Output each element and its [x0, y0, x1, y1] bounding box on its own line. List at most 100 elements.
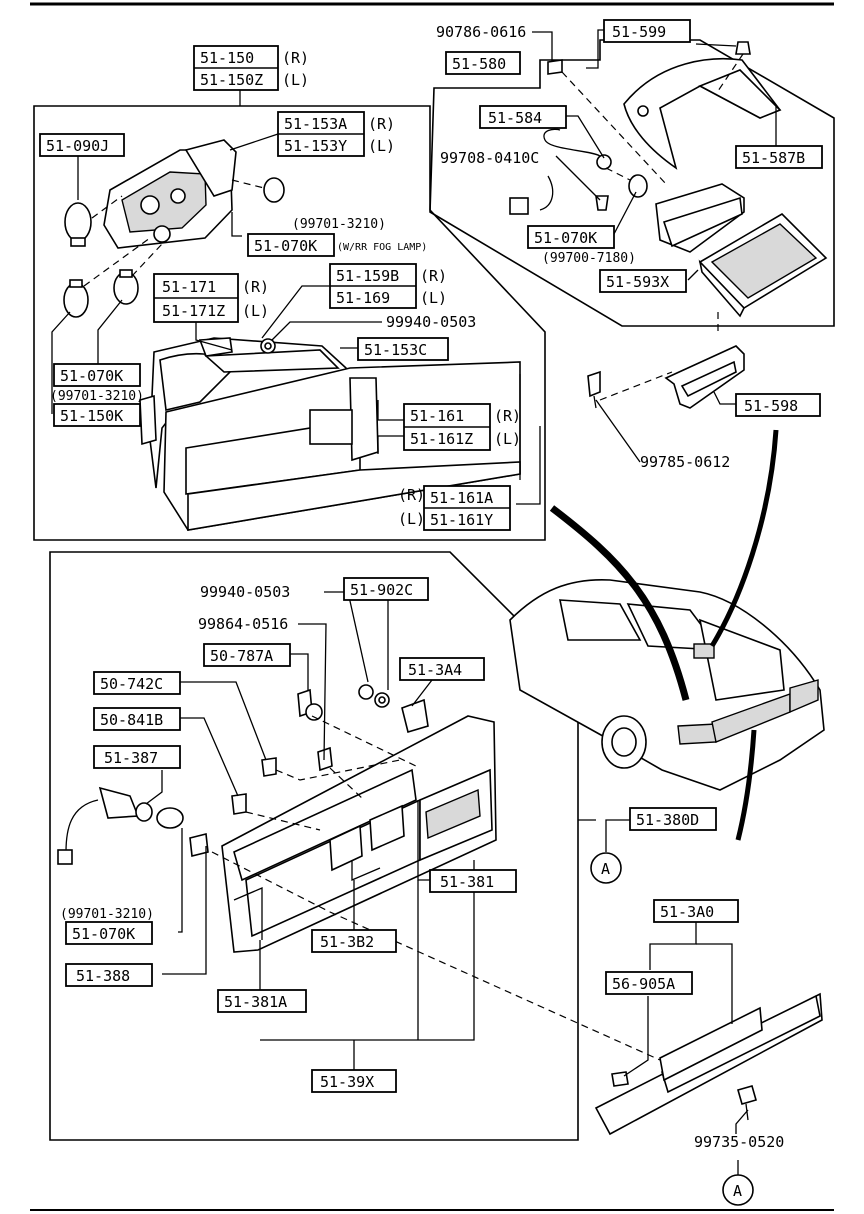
part-51-387: 51-387	[104, 749, 158, 767]
part-51-3a0: 51-3A0	[660, 903, 714, 921]
callout-box-51-070k	[247, 233, 335, 257]
callout-box-50-841b	[93, 707, 181, 731]
part-51-587b: 51-587B	[742, 149, 805, 167]
part-51-381: 51-381	[440, 873, 494, 891]
part-51-161: 51-161	[410, 407, 464, 425]
part-51-153a: 51-153A	[284, 115, 347, 133]
part-51-150: 51-150	[200, 49, 254, 67]
side-l: (L)	[494, 430, 521, 448]
part-50-787a: 50-787A	[210, 647, 273, 665]
high-mount-stop-lamp-frame	[429, 39, 835, 327]
callout-box-51-599	[603, 19, 691, 43]
callout-box-51-387	[93, 745, 181, 769]
side-l: (L)	[368, 137, 395, 155]
callout-box-51-380d	[629, 807, 717, 831]
code-99700-7180: (99700-7180)	[542, 251, 636, 266]
code-99701-3210: (99701-3210)	[60, 907, 154, 922]
code-99735-0520: 99735-0520	[694, 1133, 784, 1151]
part-51-161y: 51-161Y	[430, 511, 493, 529]
part-51-380d: 51-380D	[636, 811, 699, 829]
callout-box-56-905a	[605, 971, 693, 995]
side-l: (L)	[282, 71, 309, 89]
side-l: (L)	[420, 289, 447, 307]
license-panel-drawing	[57, 684, 823, 1136]
part-51-153c: 51-153C	[364, 341, 427, 359]
part-51-39x: 51-39X	[320, 1073, 374, 1091]
callout-box-51-3a4	[399, 657, 485, 681]
part-51-159b: 51-159B	[336, 267, 399, 285]
code-99701-3210: (99701-3210)	[50, 389, 144, 404]
part-51-584: 51-584	[488, 109, 542, 127]
side-r: (R)	[420, 267, 447, 285]
leader-lines	[51, 29, 777, 1176]
callout-box-51-150k	[53, 403, 141, 427]
part-51-3b2: 51-3B2	[320, 933, 374, 951]
code-99708-0410c: 99708-0410C	[440, 149, 539, 167]
callout-box-51-3a0	[653, 899, 739, 923]
callout-box-51-587b	[735, 145, 823, 169]
license-panel-frame	[49, 551, 579, 1141]
side-l: (L)	[242, 302, 269, 320]
side-r: (R)	[368, 115, 395, 133]
callout-box-51-3b2	[311, 929, 397, 953]
part-51-171: 51-171	[162, 278, 216, 296]
code-90786-0616: 90786-0616	[436, 23, 526, 41]
code-99940-0503: 99940-0503	[200, 583, 290, 601]
side-l: (L)	[398, 510, 425, 528]
callout-box-51-381a	[217, 989, 307, 1013]
callout-box-50-742c	[93, 671, 181, 695]
code-99864-0516: 99864-0516	[198, 615, 288, 633]
part-51-070k: 51-070K	[72, 925, 135, 943]
reference-letter-a: A	[601, 860, 610, 878]
reference-letter-a: A	[733, 1182, 742, 1200]
callout-box-51-090j	[39, 133, 125, 157]
callout-box-51-584	[479, 105, 567, 129]
callout-box-51-070k	[527, 225, 615, 249]
callout-box-51-902c	[343, 577, 429, 601]
car-illustration	[509, 429, 825, 841]
callout-box-51-580	[445, 51, 521, 75]
part-51-388: 51-388	[76, 967, 130, 985]
part-51-090j: 51-090J	[46, 137, 109, 155]
part-51-902c: 51-902C	[350, 581, 413, 599]
code-99785-0612: 99785-0612	[640, 453, 730, 471]
part-51-070k: 51-070K	[60, 367, 123, 385]
rear-combination-lamp-frame	[33, 105, 546, 541]
part-51-598: 51-598	[744, 397, 798, 415]
side-r: (R)	[282, 49, 309, 67]
part-51-070k: 51-070K	[534, 229, 597, 247]
part-51-599: 51-599	[612, 23, 666, 41]
part-50-742c: 50-742C	[100, 675, 163, 693]
callout-box-51-598	[735, 393, 821, 417]
fog-lamp-note: (W/RR FOG LAMP)	[337, 242, 427, 253]
side-r: (R)	[398, 486, 425, 504]
part-51-161z: 51-161Z	[410, 430, 473, 448]
part-51-070k: 51-070K	[254, 237, 317, 255]
part-51-169: 51-169	[336, 289, 390, 307]
reference-circle-a	[722, 1174, 754, 1206]
part-51-153y: 51-153Y	[284, 137, 347, 155]
part-51-3a4: 51-3A4	[408, 661, 462, 679]
part-51-580: 51-580	[452, 55, 506, 73]
rear-combination-lamp-drawing	[63, 139, 521, 531]
part-56-905a: 56-905A	[612, 975, 675, 993]
callout-box-51-39x	[311, 1069, 397, 1093]
part-51-593x: 51-593X	[606, 273, 669, 291]
part-51-381a: 51-381A	[224, 993, 287, 1011]
part-50-841b: 50-841B	[100, 711, 163, 729]
part-51-150z: 51-150Z	[200, 71, 263, 89]
callout-box-51-153c	[357, 337, 449, 361]
callout-box-51-388	[65, 963, 153, 987]
callout-box-51-070k	[53, 363, 141, 387]
callout-box-51-593x	[599, 269, 687, 293]
high-mount-stop-lamp-drawing	[509, 41, 828, 409]
callout-box-51-070k	[65, 921, 153, 945]
code-99940-0503: 99940-0503	[386, 313, 476, 331]
callout-box-50-787a	[203, 643, 291, 667]
part-51-150k: 51-150K	[60, 407, 123, 425]
side-r: (R)	[494, 407, 521, 425]
callout-box-51-381	[429, 869, 517, 893]
code-99701-3210: (99701-3210)	[292, 217, 386, 232]
part-51-161a: 51-161A	[430, 489, 493, 507]
